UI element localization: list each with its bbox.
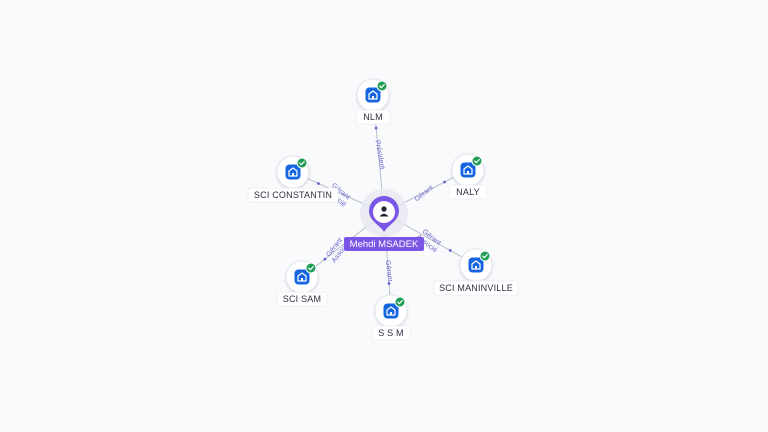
company-name: SCI CONSTANTIN [254, 190, 332, 200]
center-label-bg [344, 237, 424, 251]
edge-arrow-nlm [374, 126, 378, 130]
company-node-sci-sam[interactable]: SCI SAM [276, 260, 328, 307]
edge-arrow-sci-maninville [448, 249, 452, 252]
edge-relation-label: Gérant [384, 260, 393, 282]
edge-label-nlm: Président [373, 140, 385, 170]
edge-relation-label: Gérant [413, 184, 434, 203]
edge-relation-label: Président [373, 140, 385, 170]
verified-check-icon [394, 296, 406, 308]
company-name: SCI MANINVILLE [439, 283, 513, 293]
company-node-naly[interactable]: NALY [448, 153, 488, 200]
person-name: Mehdi MSADEK [350, 239, 419, 250]
company-label-bg [433, 280, 519, 296]
company-label-bg [276, 291, 328, 307]
company-node-sci-maninville[interactable]: SCI MANINVILLE [433, 248, 519, 296]
verified-check-icon [305, 262, 317, 274]
center-node[interactable]: Mehdi MSADEK [344, 189, 424, 251]
nodes: NLM NALY SCI MANINVILLE S S M SCI SAM SCI CON… [247, 78, 519, 341]
edge-arrow-ssm [387, 282, 391, 285]
verified-check-icon [479, 250, 491, 262]
company-label-bg [247, 187, 339, 203]
edge-label-ssm: Gérant [384, 260, 393, 282]
building-icon [285, 164, 301, 180]
edge-arrow-sci-constantin [317, 182, 320, 185]
company-node-ssm[interactable]: S S M [371, 294, 411, 341]
verified-check-icon [471, 155, 483, 167]
company-label-bg [355, 109, 391, 125]
building-icon [383, 303, 399, 319]
company-name: SCI SAM [283, 294, 321, 304]
edge-arrow-naly [443, 180, 446, 184]
edge-arrow-sci-sam [323, 257, 327, 261]
company-label-bg [371, 325, 411, 341]
verified-check-icon [296, 157, 308, 169]
company-name: NLM [363, 112, 383, 122]
company-node-nlm[interactable]: NLM [355, 78, 391, 125]
person-icon [379, 206, 389, 217]
building-icon [460, 162, 476, 178]
building-icon [294, 269, 310, 285]
building-icon [468, 257, 484, 273]
company-name: S S M [378, 328, 404, 338]
edge-label-naly: Gérant [413, 184, 434, 203]
company-node-sci-constantin[interactable]: SCI CONSTANTIN [247, 155, 339, 203]
company-label-bg [448, 184, 488, 200]
building-icon [365, 87, 381, 103]
verified-check-icon [376, 80, 388, 92]
company-name: NALY [456, 187, 480, 197]
